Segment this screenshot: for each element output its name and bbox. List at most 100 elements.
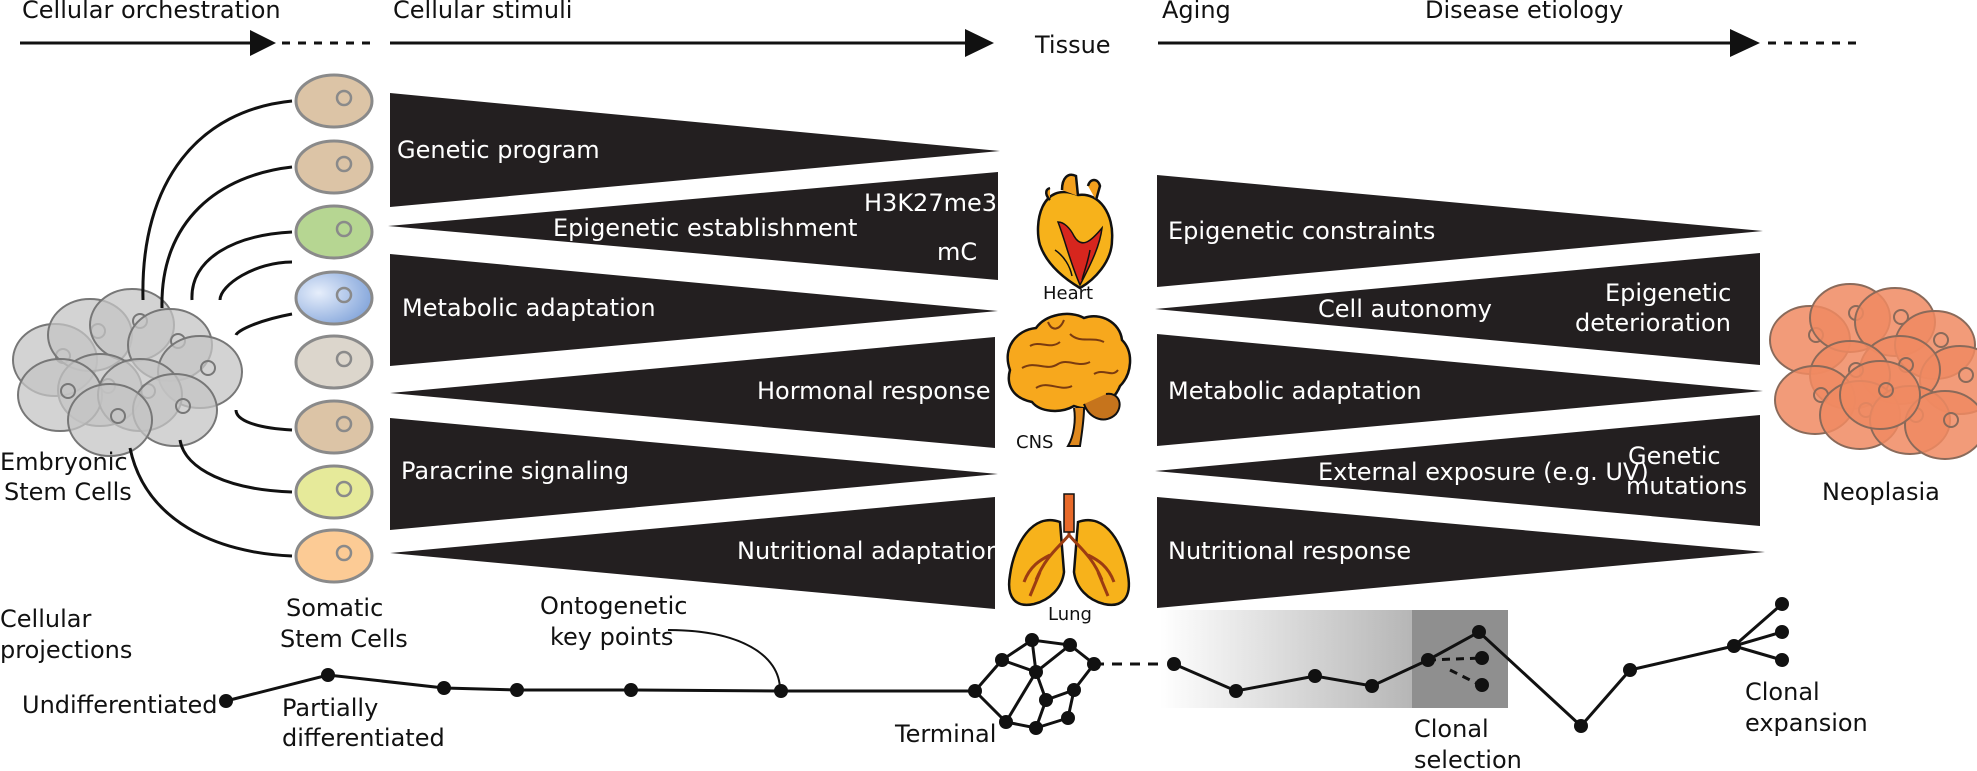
esc-label-line1: Embryonic xyxy=(0,448,128,476)
network-node xyxy=(1061,711,1075,725)
lineage-arcs xyxy=(128,99,293,558)
cell-nucleus xyxy=(335,544,353,562)
somatic-label-line2: Stem Cells xyxy=(280,625,408,653)
network-node xyxy=(1025,633,1039,647)
somatic-cell xyxy=(294,464,374,520)
timeline-point xyxy=(1229,684,1243,698)
somatic-stem-cells xyxy=(294,73,374,584)
lineage-arc-5 xyxy=(234,312,293,336)
timeline-aging-line xyxy=(1173,602,1783,729)
left-wedges xyxy=(388,93,1000,609)
timeline-point xyxy=(510,683,524,697)
header-arrows xyxy=(20,29,1862,57)
somatic-cell xyxy=(294,204,374,260)
selection-branch-2 xyxy=(1449,668,1481,687)
stem-cell xyxy=(67,383,153,457)
lineage-arc-3 xyxy=(190,230,293,301)
wedge-nutritional-response xyxy=(1157,497,1765,608)
timeline-point xyxy=(1623,663,1637,677)
wedge-hormonal-response xyxy=(390,337,995,448)
lineage-arc-4 xyxy=(218,260,293,301)
timeline-point xyxy=(1308,669,1322,683)
label-cellular-projections-line1: Cellular xyxy=(0,605,91,633)
header-tissue: Tissue xyxy=(1034,31,1111,59)
lineage-arc-7 xyxy=(178,439,293,494)
cell-nucleus xyxy=(335,350,353,368)
brain-icon xyxy=(1006,312,1132,447)
label-partially-line2: differentiated xyxy=(282,724,445,752)
somatic-cell xyxy=(294,270,374,326)
network-node xyxy=(1063,638,1077,652)
timeline-point xyxy=(1775,653,1789,667)
label-nutritional-adaptation: Nutritional adaptation xyxy=(737,537,1001,565)
cell-nucleus xyxy=(335,155,353,173)
timeline-point xyxy=(321,668,335,682)
cell-nucleus xyxy=(335,480,353,498)
wedge-genetic-program xyxy=(390,93,1000,207)
label-epigenetic-constraints: Epigenetic constraints xyxy=(1168,217,1435,245)
lineage-arc-6 xyxy=(234,409,293,432)
label-h3k27me3: H3K27me3 xyxy=(864,189,997,217)
label-cell-autonomy: Cell autonomy xyxy=(1318,295,1492,323)
neoplasia-label: Neoplasia xyxy=(1822,478,1940,506)
header-cellular-orchestration: Cellular orchestration xyxy=(22,0,281,24)
label-metabolic-adaptation-left: Metabolic adaptation xyxy=(402,294,656,322)
label-epigenetic-line2: deterioration xyxy=(1575,309,1731,337)
organ-label-lung: Lung xyxy=(1048,604,1092,625)
cell-nucleus xyxy=(200,360,216,376)
heart-icon xyxy=(1036,173,1114,290)
cell-nucleus xyxy=(1933,332,1949,348)
network-node xyxy=(995,653,1009,667)
header-cellular-stimuli: Cellular stimuli xyxy=(393,0,572,24)
timeline-point xyxy=(624,683,638,697)
wedge-external-exposure xyxy=(1155,415,1760,526)
stimuli-arrow-head xyxy=(965,29,994,57)
lineage-arc-8 xyxy=(128,447,293,558)
somatic-cell xyxy=(294,528,374,584)
label-nutritional-response: Nutritional response xyxy=(1168,537,1411,565)
embryonic-stem-cell-cluster xyxy=(12,288,243,457)
label-partially-line1: Partially xyxy=(282,694,378,722)
timeline-point xyxy=(437,681,451,695)
right-wedges xyxy=(1155,175,1765,608)
label-clonal-expansion-line2: expansion xyxy=(1745,709,1868,737)
timeline-point xyxy=(219,694,233,708)
timeline-point xyxy=(1727,639,1741,653)
wedge-metabolic-adaptation-right xyxy=(1157,334,1763,446)
cell-nucleus xyxy=(335,89,353,107)
esc-label-line2: Stem Cells xyxy=(4,478,132,506)
label-cellular-projections-line2: projections xyxy=(0,636,132,664)
cell-nucleus xyxy=(60,383,76,399)
wedge-nutritional-adaptation xyxy=(390,497,995,609)
network-node xyxy=(1087,657,1101,671)
ontogenetic-pointer xyxy=(667,629,781,691)
timeline-point xyxy=(1472,625,1486,639)
lineage-arc-2 xyxy=(160,165,293,309)
label-metabolic-adaptation-right: Metabolic adaptation xyxy=(1168,377,1422,405)
cell-nucleus xyxy=(175,398,191,414)
aging-arrow-head xyxy=(1730,29,1760,57)
label-ontogenetic-line1: Ontogenetic xyxy=(540,592,687,620)
cell-nucleus xyxy=(335,286,353,304)
organ-label-heart: Heart xyxy=(1043,283,1093,304)
label-clonal-selection-line1: Clonal xyxy=(1414,715,1489,743)
timeline-point xyxy=(1421,653,1435,667)
label-epigenetic-establishment: Epigenetic establishment xyxy=(553,214,857,242)
label-genetic-program: Genetic program xyxy=(397,136,600,164)
label-genetic-line1: Genetic xyxy=(1628,442,1721,470)
timeline-point xyxy=(1574,719,1588,733)
network-node xyxy=(1029,721,1043,735)
timeline-point xyxy=(1775,625,1789,639)
expansion-branch-2 xyxy=(1733,630,1783,648)
cell-nucleus xyxy=(1878,382,1894,398)
wedge-cell-autonomy xyxy=(1155,253,1760,365)
orchestration-arrow-head xyxy=(250,30,276,56)
label-clonal-expansion-line1: Clonal xyxy=(1745,678,1820,706)
label-clonal-selection-line2: selection xyxy=(1414,746,1522,771)
somatic-cell xyxy=(294,139,374,195)
lineage-arc-1 xyxy=(141,99,293,301)
wedge-epigenetic-constraints xyxy=(1157,175,1763,287)
network-node xyxy=(999,715,1013,729)
cell-nucleus xyxy=(335,220,353,238)
